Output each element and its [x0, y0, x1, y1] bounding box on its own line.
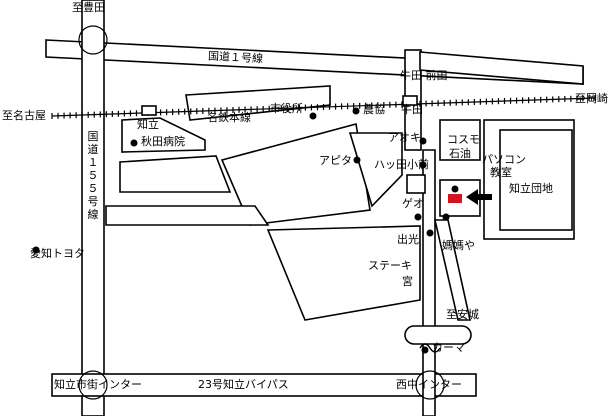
label-to-anjo: 至安城 — [446, 308, 479, 321]
label-deko: 出光 — [397, 233, 419, 246]
block-geo — [406, 174, 426, 194]
label-chiryu-ic: 知立市街インター — [54, 378, 142, 391]
block-south — [105, 205, 270, 226]
river-wave — [419, 343, 441, 353]
block-ushida — [419, 51, 584, 85]
karma-ring — [404, 325, 472, 345]
label-city-hall: 市役所 — [270, 102, 303, 115]
location-dot-aichi-toyota — [32, 246, 40, 254]
location-dot-karma — [421, 346, 429, 354]
label-aoki: アオキ — [388, 131, 421, 144]
location-dot-geo — [414, 213, 422, 221]
bypass-road — [51, 373, 477, 397]
label-ushida: 牛田 — [401, 103, 423, 116]
label-steak-2: 宮 — [402, 275, 413, 288]
location-dot-deko — [426, 229, 434, 237]
label-chiryu-danchi: 知立団地 — [509, 182, 553, 195]
label-sekiyu: 石油 — [449, 147, 471, 160]
ushida-station — [402, 95, 418, 106]
pointer-arrow-icon — [466, 189, 492, 205]
label-nokyo: 農協 — [363, 103, 385, 116]
block-apita — [348, 132, 403, 208]
anjo-road — [433, 219, 471, 321]
label-nishinaka-ic: 西中インター — [396, 378, 462, 391]
danchi-inner — [499, 129, 573, 231]
label-to-okazaki: 至岡崎 — [575, 92, 608, 105]
label-chiryu: 知立 — [137, 118, 159, 131]
chiryu-station — [141, 105, 157, 116]
label-pc-class-1: パソコン — [482, 153, 526, 166]
block-lower — [266, 225, 421, 321]
label-mamaya: 媽媽や — [442, 239, 475, 252]
block-hospital — [121, 117, 206, 153]
location-dot-hatta — [419, 161, 427, 169]
label-pc-class-2: 教室 — [490, 166, 512, 179]
label-route155: 国道１５５号線 — [87, 130, 99, 221]
label-ushida-maeda: 牛田 前田 — [400, 69, 448, 82]
label-cosmo: コスモ — [447, 133, 480, 146]
location-dot-apita — [353, 156, 361, 164]
location-dot-city-hall — [309, 112, 317, 120]
label-akita-hospital: 秋田病院 — [141, 135, 185, 148]
block-cosmo — [439, 119, 481, 161]
route155-road — [81, 0, 105, 416]
interchange-marker-nishinaka — [415, 370, 445, 400]
location-dot-pc — [451, 185, 459, 193]
location-dot-mamaya — [442, 213, 450, 221]
block-west — [119, 155, 232, 193]
interchange-marker-chiryu — [78, 370, 108, 400]
label-bypass: 23号知立バイパス — [198, 378, 289, 391]
label-apita: アピタ — [319, 154, 352, 167]
label-geo: ゲオ — [402, 197, 424, 210]
label-hatta-school: ハッ田小前 — [374, 158, 429, 171]
label-steak-1: ステーキ — [368, 259, 412, 272]
label-to-toyota: 至豊田 — [72, 1, 105, 14]
label-aichi-toyota: 愛知トヨタ — [30, 247, 85, 260]
interchange-marker-north — [78, 25, 108, 55]
pc-class-target — [448, 194, 462, 203]
label-meitetsu: 名鉄本線 — [207, 111, 251, 124]
location-dot-aoki — [419, 137, 427, 145]
block-central — [220, 122, 371, 226]
location-dot-nokyo — [352, 107, 360, 115]
label-karma: カーマ — [432, 341, 465, 354]
location-dot-hospital — [130, 139, 138, 147]
label-to-nagoya: 至名古屋 — [2, 109, 46, 122]
